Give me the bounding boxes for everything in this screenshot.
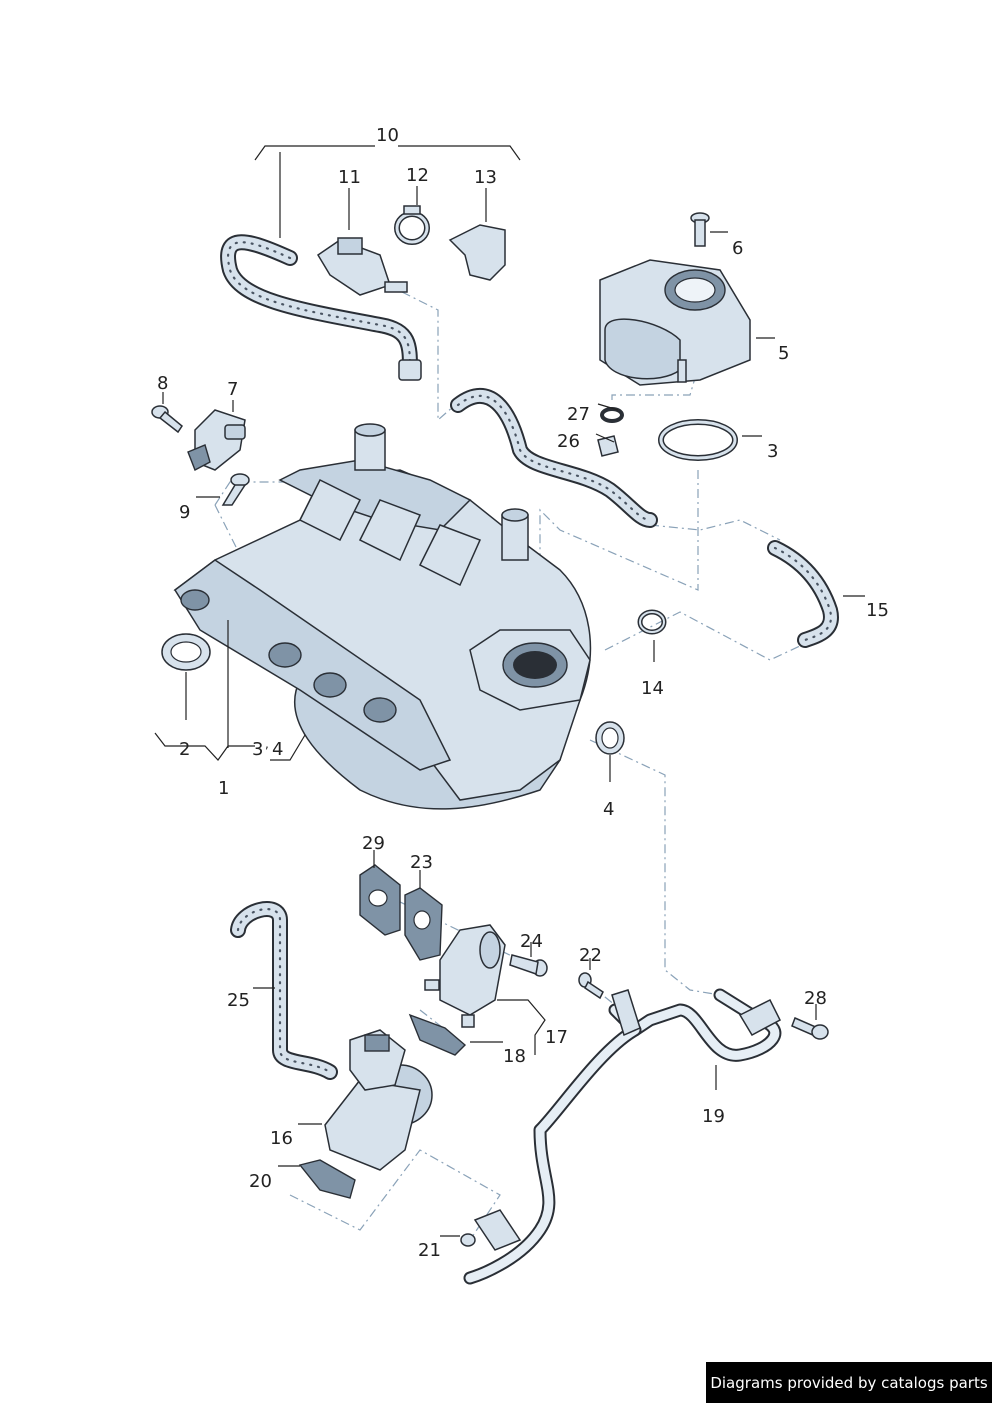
- callout-18: 18: [503, 1046, 526, 1067]
- clamp-12[interactable]: [394, 205, 430, 245]
- callout-12: 12: [406, 165, 429, 186]
- egr-valve-16[interactable]: [324, 1029, 433, 1171]
- callout-25: 25: [227, 990, 250, 1011]
- bolt-24[interactable]: [509, 954, 548, 977]
- callout-24: 24: [520, 931, 543, 952]
- callout-22: 22: [579, 945, 602, 966]
- callout-17: 17: [545, 1027, 568, 1048]
- callout-13: 13: [474, 167, 497, 188]
- manifold-gaskets: [161, 633, 625, 755]
- o-ring-3[interactable]: [658, 419, 738, 461]
- bolt-8[interactable]: [151, 405, 184, 434]
- gasket-23[interactable]: [404, 887, 443, 961]
- hose-25[interactable]: [230, 901, 338, 1080]
- hose-15[interactable]: [767, 540, 839, 648]
- callout-21: 21: [418, 1240, 441, 1261]
- throttle-body[interactable]: [599, 259, 751, 386]
- bolt-21[interactable]: [460, 1233, 476, 1247]
- callout-8: 8: [157, 373, 168, 394]
- gasket-18[interactable]: [408, 1013, 467, 1056]
- bolt-9[interactable]: [221, 473, 250, 506]
- sensor-7[interactable]: [187, 409, 246, 471]
- callout-20: 20: [249, 1171, 272, 1192]
- callout-1: 1: [218, 778, 229, 799]
- gasket-20[interactable]: [298, 1159, 356, 1199]
- bracket-13[interactable]: [448, 224, 506, 281]
- intake-manifold[interactable]: [173, 423, 592, 810]
- callout-15: 15: [866, 600, 889, 621]
- callouts: 1 2 3 , 4 3 4 5 6 7 8 9 10 11 12 13 14 1…: [157, 125, 889, 1261]
- clamp-14[interactable]: [637, 609, 667, 635]
- egr-pipe-19[interactable]: [463, 988, 782, 1285]
- egr-adapter-17[interactable]: [424, 924, 506, 1028]
- callout-4b: 4: [603, 799, 614, 820]
- callout-3: 3: [252, 739, 263, 760]
- callout-10: 10: [376, 125, 399, 146]
- callout-14: 14: [641, 678, 664, 699]
- callout-6: 6: [732, 238, 743, 259]
- callout-3b: 3: [767, 441, 778, 462]
- bolt-28[interactable]: [791, 1016, 829, 1040]
- valve-11[interactable]: [316, 237, 408, 296]
- callout-11: 11: [338, 167, 361, 188]
- callout-7: 7: [227, 379, 238, 400]
- clamp-27[interactable]: [600, 407, 624, 423]
- credit-banner: Diagrams provided by catalogs parts: [706, 1362, 992, 1403]
- callout-4: 4: [272, 739, 283, 760]
- callout-29: 29: [362, 833, 385, 854]
- callout-23: 23: [410, 852, 433, 873]
- callout-2: 2: [179, 739, 190, 760]
- hose-connector[interactable]: [450, 387, 658, 528]
- callout-9: 9: [179, 502, 190, 523]
- bolt-6[interactable]: [690, 212, 710, 247]
- callout-16: 16: [270, 1128, 293, 1149]
- leader-lines: [154, 145, 865, 1237]
- callout-26: 26: [557, 431, 580, 452]
- vent-hose-10[interactable]: [220, 234, 422, 381]
- gasket-29[interactable]: [359, 864, 401, 936]
- callout-28: 28: [804, 988, 827, 1009]
- callout-5: 5: [778, 343, 789, 364]
- svg-text:,: ,: [265, 737, 269, 751]
- callout-19: 19: [702, 1106, 725, 1127]
- callout-27: 27: [567, 404, 590, 425]
- bolt-22[interactable]: [578, 972, 604, 1000]
